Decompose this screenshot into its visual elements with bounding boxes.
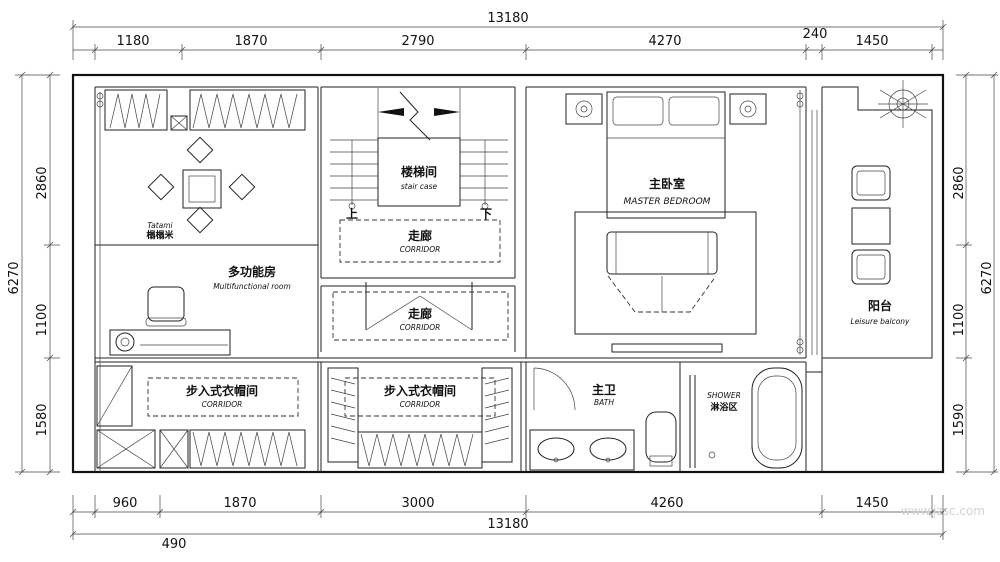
dim-right-total: 6270 bbox=[980, 261, 995, 294]
walls bbox=[71, 73, 945, 474]
walkin-left-cn: 步入式衣帽间 bbox=[186, 383, 258, 398]
staircase bbox=[330, 88, 508, 210]
corridor-upper-en: CORRIDOR bbox=[400, 245, 441, 254]
stair-down-label: 下 bbox=[480, 207, 492, 221]
dimension-left: 6270 2860 1100 1580 bbox=[7, 71, 60, 476]
walkin-center-cn: 步入式衣帽间 bbox=[384, 383, 456, 398]
dim-bottom-5: 1450 bbox=[855, 496, 888, 511]
dim-left-2: 1100 bbox=[35, 303, 50, 336]
dim-right-1: 2860 bbox=[952, 166, 967, 199]
master-bath-cn: 主卫 bbox=[592, 382, 616, 397]
master-bed bbox=[565, 91, 767, 353]
master-bath-en: BATH bbox=[594, 398, 614, 407]
shower-label-cn: 淋浴区 bbox=[710, 401, 737, 413]
dimension-right: 2860 1100 1590 6270 bbox=[952, 71, 998, 476]
watermark: www.jzsc.com bbox=[901, 504, 985, 518]
multifunction-label-en: Multifunctional room bbox=[213, 282, 291, 291]
corridor-middle-cn: 走廊 bbox=[408, 306, 432, 321]
corridor-middle-en: CORRIDOR bbox=[400, 323, 441, 332]
dim-top-3: 2790 bbox=[401, 34, 434, 49]
corridor-upper-cn: 走廊 bbox=[408, 228, 432, 243]
plant-icon bbox=[878, 80, 928, 128]
master-bedroom-en: MASTER BEDROOM bbox=[624, 197, 711, 207]
dim-bottom-extra: 490 bbox=[162, 537, 187, 552]
desk bbox=[109, 286, 231, 356]
dim-top-6: 1450 bbox=[855, 34, 888, 49]
dim-left-total: 6270 bbox=[7, 261, 22, 294]
dim-top-5: 240 bbox=[803, 27, 828, 42]
multifunction-label-cn: 多功能房 bbox=[228, 264, 276, 279]
stair-label-en: stair case bbox=[401, 182, 438, 191]
balcony-furniture bbox=[851, 165, 891, 285]
dim-left-3: 1580 bbox=[35, 403, 50, 436]
dim-bottom-2: 1870 bbox=[223, 496, 256, 511]
dim-bottom-4: 4260 bbox=[650, 496, 683, 511]
wardrobe-top-left bbox=[96, 89, 306, 472]
dimension-top: 13180 1180 1870 2790 4270 240 1450 bbox=[69, 11, 947, 60]
master-bath bbox=[529, 367, 803, 471]
stair-up-label: 上 bbox=[346, 206, 358, 221]
walkin-left-en: CORRIDOR bbox=[202, 400, 243, 409]
balcony-label-cn: 阳台 bbox=[868, 298, 892, 313]
stair-label-cn: 楼梯间 bbox=[401, 164, 437, 179]
dim-top-1: 1180 bbox=[116, 34, 149, 49]
corridor-middle bbox=[332, 282, 509, 341]
dim-right-2: 1100 bbox=[952, 303, 967, 336]
shower-label-en: SHOWER bbox=[707, 391, 741, 400]
tatami-table bbox=[147, 136, 256, 234]
walkin-closet-left bbox=[96, 365, 306, 469]
bedroom-window bbox=[796, 90, 818, 355]
master-bedroom-cn: 主卧室 bbox=[649, 176, 685, 191]
tatami-label-en: Tatami bbox=[147, 221, 173, 230]
corridor-upper-outline bbox=[339, 219, 501, 263]
dimension-bottom: 960 1870 3000 4260 1450 13180 490 bbox=[69, 495, 947, 552]
dim-right-3: 1590 bbox=[952, 403, 967, 436]
balcony-label-en: Leisure balcony bbox=[851, 317, 911, 326]
dim-bottom-1: 960 bbox=[113, 496, 138, 511]
dim-bottom-3: 3000 bbox=[401, 496, 434, 511]
dim-top-2: 1870 bbox=[234, 34, 267, 49]
walkin-center-en: CORRIDOR bbox=[400, 400, 441, 409]
dim-top-total: 13180 bbox=[487, 11, 528, 26]
walkin-closet-center bbox=[327, 367, 513, 469]
dim-bottom-total: 13180 bbox=[487, 517, 528, 532]
dim-left-1: 2860 bbox=[35, 166, 50, 199]
tatami-label-cn: 榻榻米 bbox=[145, 229, 174, 241]
dim-top-4: 4270 bbox=[648, 34, 681, 49]
